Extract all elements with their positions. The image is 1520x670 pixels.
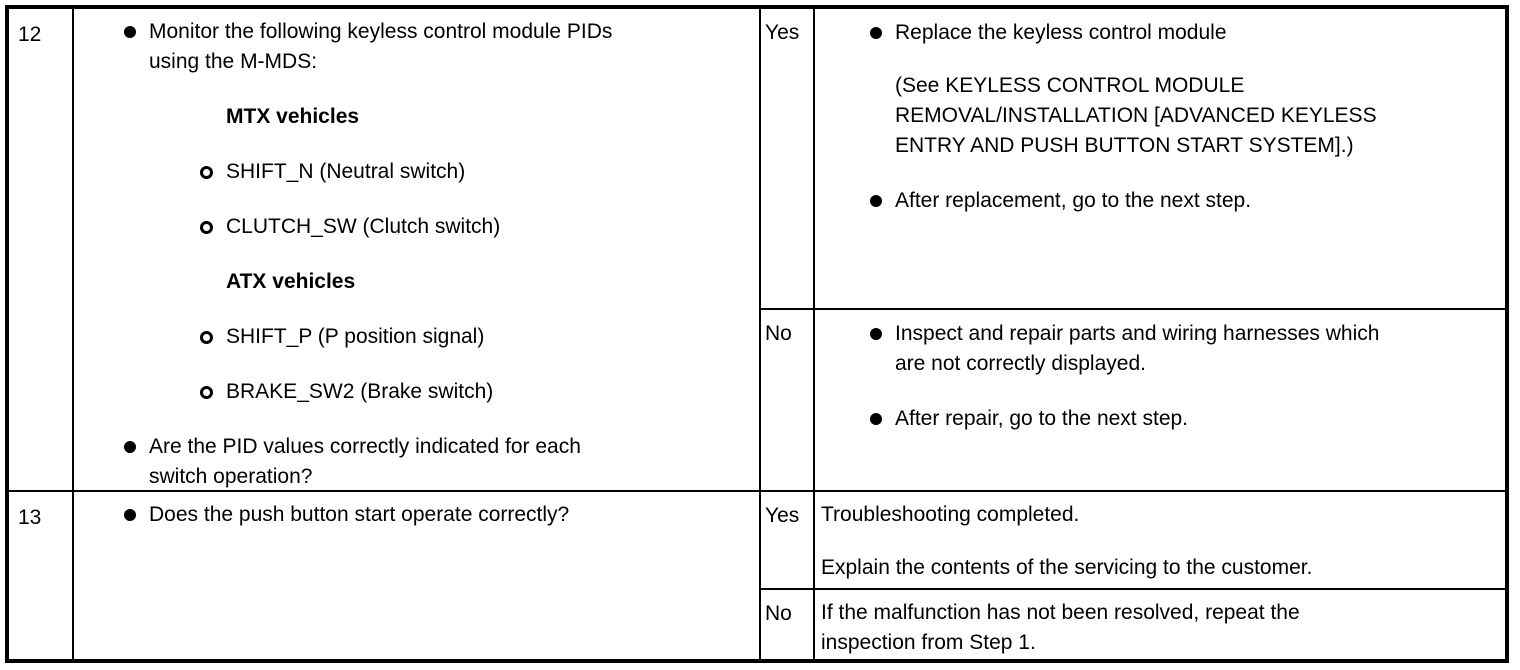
vehicle-type-header-mtx: MTX vehicles: [226, 105, 360, 128]
filled-bullet-icon: [870, 328, 882, 340]
action-text: After repair, go to the next step.: [895, 407, 1189, 430]
results-block: Yes Troubleshooting completed. Explain t…: [761, 492, 1505, 659]
filled-bullet-icon: [124, 509, 136, 521]
troubleshooting-table: 12 Monitor the following keyless control…: [5, 5, 1509, 663]
answer-label: No: [765, 322, 792, 345]
inspection-question: Are the PID values correctly indicated f…: [149, 435, 581, 488]
action-cell-yes: Replace the keyless control module (See …: [815, 9, 1505, 308]
inspection-item: Does the push button start operate corre…: [74, 500, 759, 530]
answer-cell-no: No: [761, 590, 815, 659]
answer-label: Yes: [765, 504, 800, 527]
inspection-item: Are the PID values correctly indicated f…: [74, 432, 759, 492]
action-item: After repair, go to the next step.: [815, 404, 1505, 434]
vehicle-type-header-atx: ATX vehicles: [226, 270, 356, 293]
open-circle-bullet-icon: [200, 221, 213, 234]
result-row-no: No If the malfunction has not been resol…: [761, 590, 1505, 659]
action-item: Replace the keyless control module (See …: [815, 18, 1505, 161]
inspection-sub-item: BRAKE_SW2 (Brake switch): [74, 377, 759, 407]
inspection-text: Monitor the following keyless control mo…: [149, 20, 613, 73]
inspection-item: Monitor the following keyless control mo…: [74, 17, 759, 77]
action-cell-no: Inspect and repair parts and wiring harn…: [815, 310, 1505, 490]
action-text: Explain the contents of the servicing to…: [821, 556, 1313, 579]
action-text: Inspect and repair parts and wiring harn…: [895, 322, 1380, 375]
step-number-cell: 12: [9, 9, 74, 490]
action-item: Inspect and repair parts and wiring harn…: [815, 319, 1505, 379]
step-number-cell: 13: [9, 492, 74, 659]
inspection-sub-item: SHIFT_P (P position signal): [74, 322, 759, 352]
result-row-yes: Yes Troubleshooting completed. Explain t…: [761, 492, 1505, 590]
action-text: If the malfunction has not been resolved…: [821, 601, 1300, 654]
inspection-question: Does the push button start operate corre…: [149, 503, 570, 526]
answer-label: Yes: [765, 21, 800, 44]
answer-label: No: [765, 602, 792, 625]
answer-cell-yes: Yes: [761, 492, 815, 588]
answer-cell-yes: Yes: [761, 9, 815, 308]
pid-text: BRAKE_SW2 (Brake switch): [226, 380, 494, 403]
open-circle-bullet-icon: [200, 166, 213, 179]
table-row-step-12: 12 Monitor the following keyless control…: [9, 9, 1505, 492]
results-block: Yes Replace the keyless control module (…: [761, 9, 1505, 490]
inspection-cell: Monitor the following keyless control mo…: [74, 9, 761, 490]
filled-bullet-icon: [124, 441, 136, 453]
inspection-cell: Does the push button start operate corre…: [74, 492, 761, 659]
answer-cell-no: No: [761, 310, 815, 490]
filled-bullet-icon: [870, 27, 882, 39]
action-text: Replace the keyless control module: [895, 21, 1227, 44]
inspection-sub-item: SHIFT_N (Neutral switch): [74, 157, 759, 187]
open-circle-bullet-icon: [200, 386, 213, 399]
step-number: 13: [18, 506, 42, 529]
action-text-group: Replace the keyless control module (See …: [895, 18, 1377, 161]
filled-bullet-icon: [870, 413, 882, 425]
action-text: After replacement, go to the next step.: [895, 189, 1252, 212]
result-row-yes: Yes Replace the keyless control module (…: [761, 9, 1505, 310]
step-number: 12: [18, 23, 42, 46]
action-reference-note: (See KEYLESS CONTROL MODULE REMOVAL/INST…: [895, 74, 1377, 157]
filled-bullet-icon: [870, 195, 882, 207]
inspection-sub-item: CLUTCH_SW (Clutch switch): [74, 212, 759, 242]
action-text: Troubleshooting completed.: [821, 503, 1080, 526]
table-row-step-13: 13 Does the push button start operate co…: [9, 492, 1505, 659]
pid-text: SHIFT_N (Neutral switch): [226, 160, 466, 183]
action-cell-yes: Troubleshooting completed. Explain the c…: [815, 492, 1505, 588]
filled-bullet-icon: [124, 26, 136, 38]
pid-text: CLUTCH_SW (Clutch switch): [226, 215, 501, 238]
action-item: After replacement, go to the next step.: [815, 186, 1505, 216]
action-cell-no: If the malfunction has not been resolved…: [815, 590, 1505, 659]
result-row-no: No Inspect and repair parts and wiring h…: [761, 310, 1505, 490]
pid-text: SHIFT_P (P position signal): [226, 325, 485, 348]
open-circle-bullet-icon: [200, 331, 213, 344]
